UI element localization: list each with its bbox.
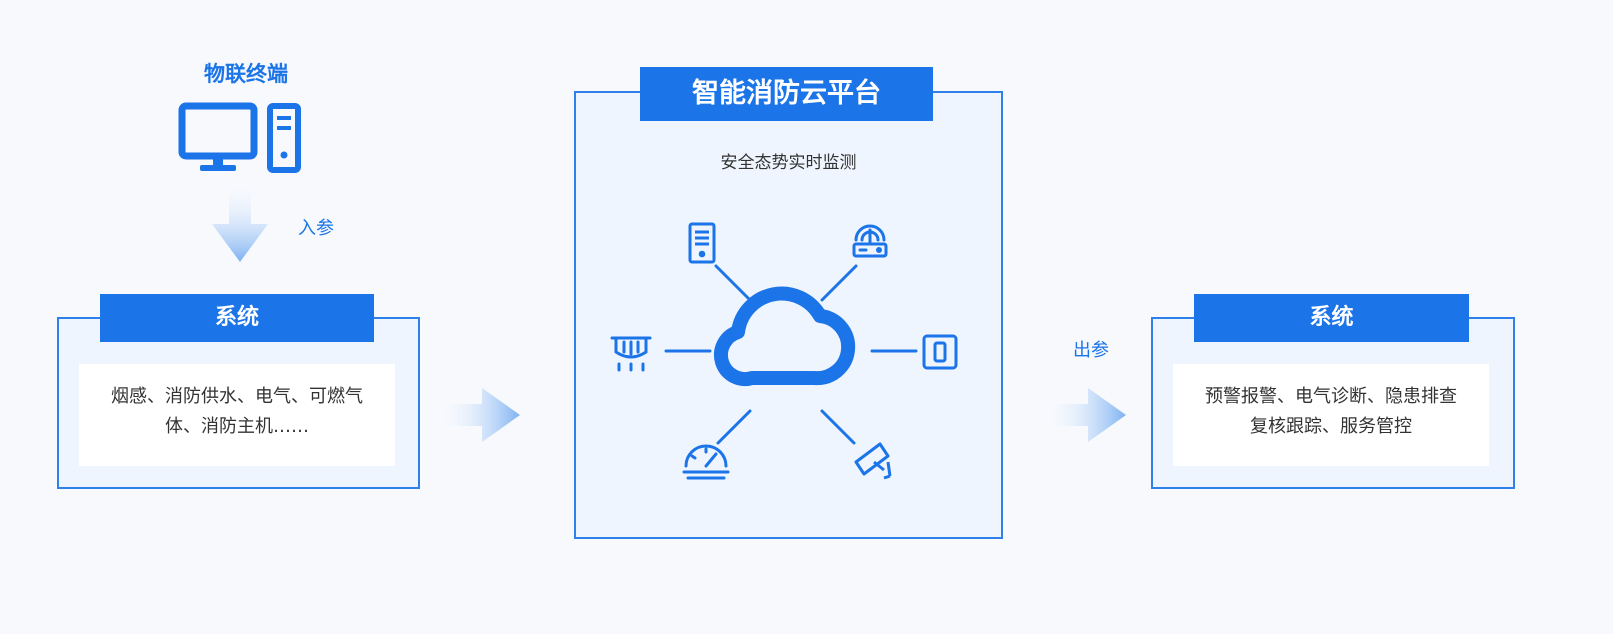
server-icon [688,222,716,264]
arrow-to-platform [436,388,520,442]
input-label: 入参 [298,218,334,239]
right-system-body: 预警报警、电气诊断、隐患排查 复核跟踪、服务管控 [1173,364,1489,466]
platform-panel [574,91,1003,539]
left-system-title: 系统 [100,294,374,342]
right-system-line: 预警报警、电气诊断、隐患排查 [1205,386,1457,407]
output-label: 出参 [1073,340,1109,361]
switch-icon [922,334,958,370]
platform-network [610,222,958,480]
arrow-to-output [1042,388,1126,442]
gauge-icon [682,444,730,480]
platform-title: 智能消防云平台 [640,67,933,121]
left-system-line: 体、消防主机…… [165,416,309,437]
computer-icon [178,102,301,173]
input-arrow [212,180,268,262]
terminal-title: 物联终端 [204,62,288,86]
smoke-detector-icon [610,336,652,372]
router-icon [852,224,888,258]
right-system-title: 系统 [1194,294,1469,342]
left-system-body: 烟感、消防供水、电气、可燃气 体、消防主机…… [79,364,395,466]
left-system-line: 烟感、消防供水、电气、可燃气 [111,386,363,407]
platform-subtitle: 安全态势实时监测 [720,153,857,173]
camera-icon [854,442,892,480]
cloud-icon [713,286,856,387]
right-system-line: 复核跟踪、服务管控 [1250,416,1412,437]
